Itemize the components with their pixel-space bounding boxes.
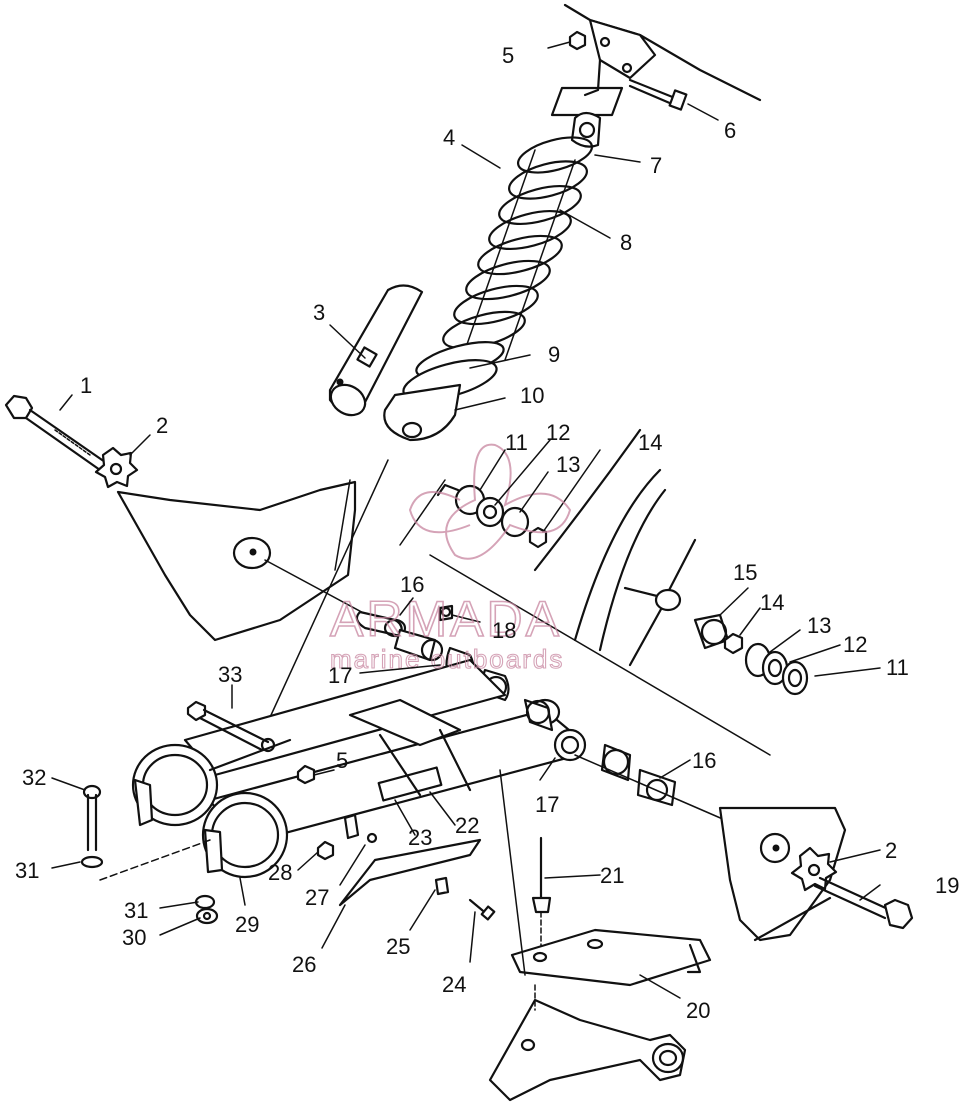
- callout-6: 6: [724, 118, 736, 143]
- callout-5: 5: [502, 43, 514, 68]
- callout-4: 4: [443, 125, 455, 150]
- callout-11b: 11: [886, 655, 909, 680]
- chain-guide: [338, 813, 482, 907]
- callout-2: 2: [156, 413, 168, 438]
- callout-21: 21: [600, 863, 624, 888]
- nut-top: [547, 30, 587, 51]
- lower-plate-20: [510, 928, 712, 987]
- callout-19: 19: [935, 873, 959, 898]
- callout-11a: 11: [505, 430, 528, 455]
- nut-28: [316, 840, 335, 861]
- wheel-arc: [533, 428, 667, 652]
- coil-spring: [442, 136, 594, 350]
- callout-15: 15: [733, 560, 757, 585]
- shock-absorber: [383, 111, 602, 442]
- callout-12a: 12: [546, 420, 570, 445]
- axle-clamp: [131, 738, 292, 879]
- callout-32: 32: [22, 765, 46, 790]
- callout-25: 25: [386, 934, 410, 959]
- callout-3: 3: [313, 300, 325, 325]
- bolt-33: [186, 700, 276, 753]
- callout-28: 28: [268, 860, 292, 885]
- bolt-32: [80, 784, 211, 881]
- callout-27: 27: [305, 885, 329, 910]
- callout-20: 20: [686, 998, 710, 1023]
- lower-bracket: [488, 984, 687, 1102]
- mount-plate: [550, 86, 624, 117]
- callout-16a: 16: [400, 572, 424, 597]
- callout-30: 30: [122, 925, 146, 950]
- callout-7: 7: [650, 153, 662, 178]
- callout-numbers: 1 2 3 4 5 6 7 8 9 10 11 12 13 14 11 12 1…: [15, 43, 959, 1023]
- watermark-brand: ARMADA: [330, 591, 562, 647]
- callout-23: 23: [408, 825, 432, 850]
- nut-arm: [296, 764, 335, 785]
- screw-24: [468, 898, 496, 921]
- bushings-lower: [523, 698, 677, 807]
- spoke-hub: [623, 538, 697, 667]
- callout-9: 9: [548, 342, 560, 367]
- callout-24: 24: [442, 972, 466, 997]
- nut-14-right: [723, 632, 744, 655]
- callout-16b: 16: [692, 748, 716, 773]
- callout-10: 10: [520, 383, 544, 408]
- bolt-upper: [628, 78, 719, 121]
- washers-31-30: [194, 894, 219, 925]
- left-frame-plate: [116, 479, 357, 642]
- callout-14b: 14: [760, 590, 784, 615]
- bushing-15: [693, 613, 730, 650]
- callout-17a: 17: [328, 663, 352, 688]
- callout-17b: 17: [535, 792, 559, 817]
- callout-33: 33: [218, 662, 242, 687]
- callout-14a: 14: [638, 430, 662, 455]
- sleeve-25: [434, 876, 450, 896]
- washers-right: [744, 642, 809, 696]
- callout-13a: 13: [556, 452, 580, 477]
- upper-mount-bracket: [563, 3, 762, 102]
- right-frame-plate: [718, 806, 847, 942]
- callout-5b: 5: [336, 748, 348, 773]
- left-pivot-bolt: [4, 394, 107, 472]
- callout-12b: 12: [843, 632, 867, 657]
- callout-13b: 13: [807, 613, 831, 638]
- callout-22: 22: [455, 813, 479, 838]
- callout-2b: 2: [885, 838, 897, 863]
- callout-leaders: [51, 144, 881, 999]
- bolt-21: [531, 836, 552, 956]
- callout-26: 26: [292, 952, 316, 977]
- callout-31a: 31: [124, 898, 148, 923]
- swing-arm: [183, 658, 587, 847]
- callout-1: 1: [80, 373, 92, 398]
- right-pivot-bolt: [813, 876, 914, 930]
- reservoir-canister: [328, 284, 424, 417]
- callout-29: 29: [235, 912, 259, 937]
- watermark-logo-icon: [408, 443, 572, 560]
- watermark-tagline: marine outboards: [330, 644, 564, 674]
- callout-8: 8: [620, 230, 632, 255]
- callout-18: 18: [492, 618, 516, 643]
- watermark: ARMADA marine outboards: [329, 443, 572, 675]
- grease-fitting: [438, 604, 481, 623]
- callout-31b: 31: [15, 858, 39, 883]
